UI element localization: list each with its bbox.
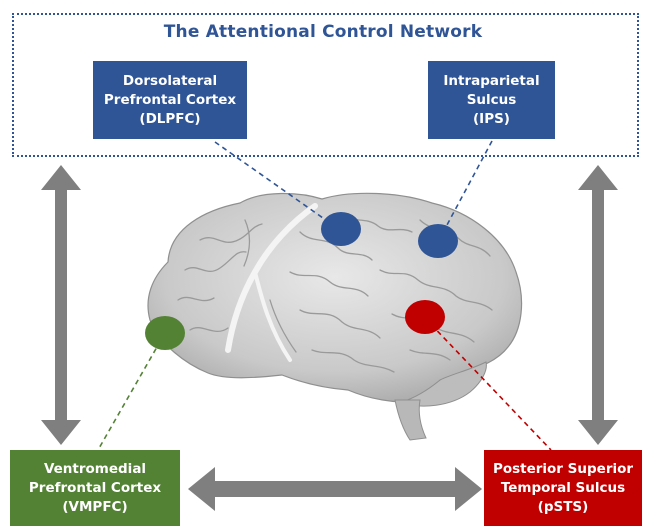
bottom-double-arrow-icon — [188, 467, 482, 511]
dlpfc-label-line1: Dorsolateral — [122, 72, 218, 89]
right-double-arrow-icon — [578, 165, 618, 445]
dlpfc-label-line3: (DLPFC) — [139, 110, 201, 127]
psts-label-line2: Temporal Sulcus — [500, 479, 626, 496]
network-frame — [12, 13, 639, 157]
ips-label-line3: (IPS) — [473, 110, 510, 127]
dlpfc-marker — [321, 212, 361, 246]
ips-box: Intraparietal Sulcus (IPS) — [428, 61, 555, 139]
vmpfc-marker — [145, 316, 185, 350]
dlpfc-box: Dorsolateral Prefrontal Cortex (DLPFC) — [93, 61, 247, 139]
left-double-arrow-icon — [41, 165, 81, 445]
ips-connector — [439, 140, 493, 239]
dlpfc-connector — [214, 141, 341, 231]
vmpfc-connector — [97, 332, 166, 451]
vmpfc-label-line3: (VMPFC) — [62, 498, 128, 515]
dlpfc-label-line2: Prefrontal Cortex — [103, 91, 237, 108]
psts-connector — [424, 317, 552, 451]
network-title: The Attentional Control Network — [163, 22, 483, 42]
psts-box: Posterior Superior Temporal Sulcus (pSTS… — [484, 450, 642, 526]
vmpfc-box: Ventromedial Prefrontal Cortex (VMPFC) — [10, 450, 180, 526]
psts-marker — [405, 300, 445, 334]
vmpfc-label-line1: Ventromedial — [43, 460, 147, 477]
ips-marker — [418, 224, 458, 258]
vmpfc-label-line2: Prefrontal Cortex — [28, 479, 162, 496]
psts-label-line3: (pSTS) — [537, 498, 589, 515]
ips-label-line2: Sulcus — [466, 91, 517, 108]
psts-label-line1: Posterior Superior — [492, 460, 634, 477]
ips-label-line1: Intraparietal — [443, 72, 540, 89]
